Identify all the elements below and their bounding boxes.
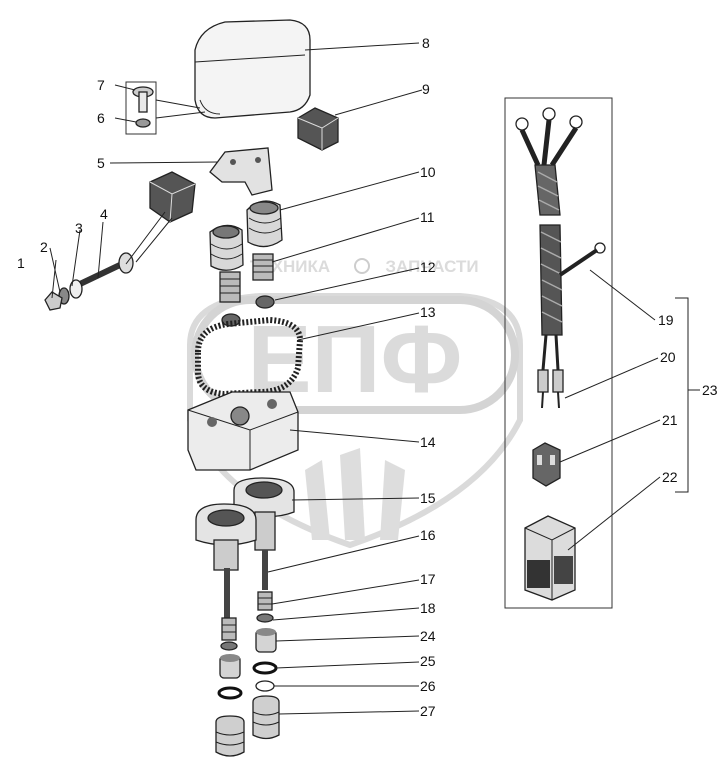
callout-27: 27: [420, 703, 436, 719]
part-3-washer: [69, 279, 83, 299]
callout-3: 3: [75, 220, 83, 236]
part-24-bushing: [219, 628, 277, 679]
callout-14: 14: [420, 434, 436, 450]
watermark-oval: [191, 296, 519, 414]
callout-17: 17: [420, 571, 436, 587]
callout-8: 8: [422, 35, 430, 51]
callout-6: 6: [97, 110, 105, 126]
part-16-stem: [224, 550, 268, 618]
part-14-housing: [187, 391, 299, 471]
callout-20: 20: [660, 349, 676, 365]
group-23-bracket: [675, 297, 689, 493]
callout-25: 25: [420, 653, 436, 669]
part-6-washer: [135, 118, 151, 128]
part-4-bolt: [78, 252, 134, 287]
part-10-coil: [209, 200, 283, 271]
callout-11: 11: [420, 209, 435, 225]
harness-kit-frame: [504, 97, 613, 609]
callout-15: 15: [420, 490, 436, 506]
part-1-nut: [44, 291, 63, 311]
callout-9: 9: [422, 81, 430, 97]
callout-21: 21: [662, 412, 678, 428]
callout-18: 18: [420, 600, 436, 616]
callout-12: 12: [420, 259, 436, 275]
part-26-disc: [255, 680, 275, 692]
callout-19: 19: [658, 312, 674, 328]
watermark-wheat-icon: [305, 448, 405, 540]
part-19-harness: [515, 107, 606, 336]
callout-13: 13: [420, 304, 436, 320]
part-11-spring: [219, 253, 274, 303]
part-27-cap: [215, 695, 280, 757]
part-8-cover: [194, 19, 311, 119]
part-17-spring: [221, 591, 273, 641]
callout-1: 1: [17, 255, 25, 271]
leader-lines: [49, 42, 661, 715]
callout-23: 23: [702, 382, 718, 398]
part-5-bracket: [209, 147, 273, 196]
part-18-ring: [220, 613, 274, 651]
callout-10: 10: [420, 164, 436, 180]
callout-2: 2: [40, 239, 48, 255]
callout-26: 26: [420, 678, 436, 694]
callout-4: 4: [100, 206, 108, 222]
part-22-relay: [524, 515, 576, 601]
part-9-block: [297, 107, 339, 151]
callout-16: 16: [420, 527, 436, 543]
watermark-text-right: ЗАПЧАСТИ: [385, 257, 478, 276]
part-15-valve: [195, 477, 295, 571]
callout-labels: 1 2 3 4 5 6 7 8 9 10 11 12 13 14 15 16 1…: [17, 35, 718, 719]
gear-icon: [354, 258, 370, 274]
part-21-connector: [532, 442, 561, 487]
part-20-wires: [537, 334, 564, 409]
part-7-screw: [132, 86, 154, 113]
callout-7: 7: [97, 77, 105, 93]
screw-group-frame: [125, 81, 157, 135]
part-clamp-block-left: [149, 171, 196, 223]
callout-22: 22: [662, 469, 678, 485]
callout-24: 24: [420, 628, 436, 644]
callout-5: 5: [97, 155, 105, 171]
